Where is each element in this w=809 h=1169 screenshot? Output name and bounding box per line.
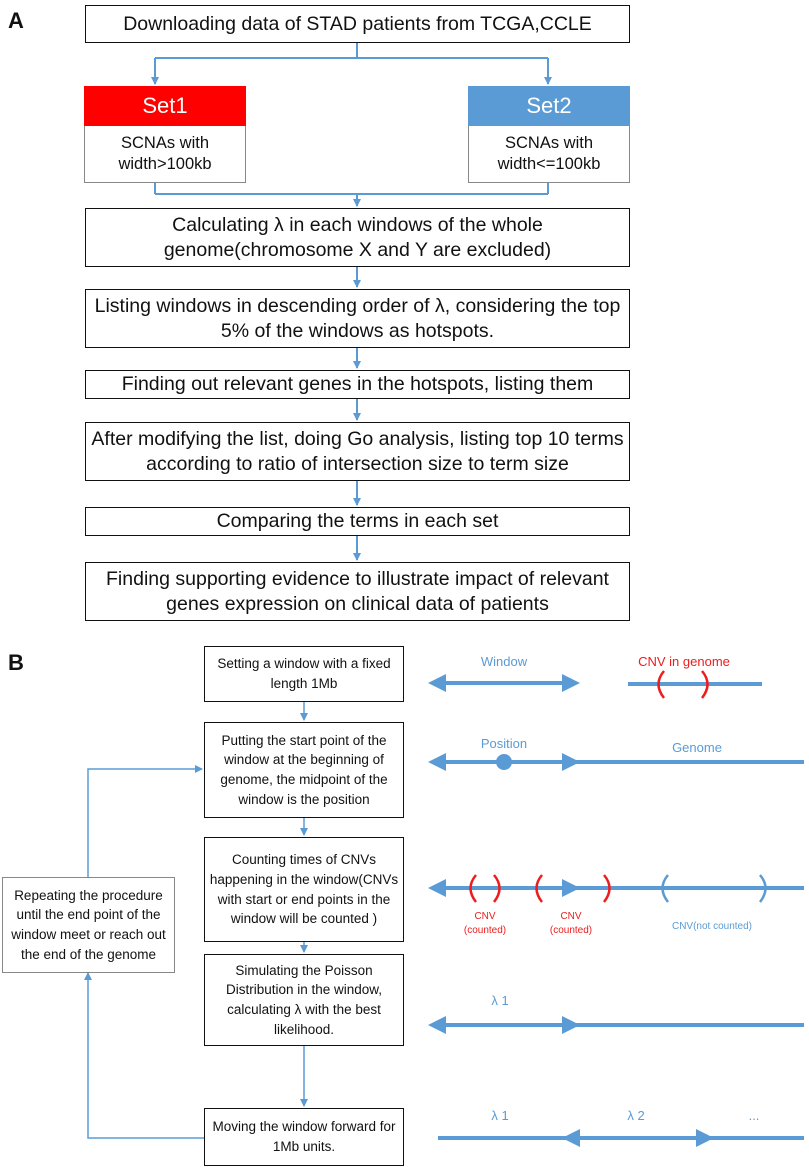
find-genes-box: Finding out relevant genes in the hotspo… — [85, 370, 630, 399]
label-cnv-not-counted: CNV(not counted) — [672, 921, 752, 932]
move-window-box: Moving the window forward for 1Mb units. — [204, 1108, 404, 1166]
position-text: Putting the start point of the window at… — [220, 732, 388, 807]
list-windows-text: Listing windows in descending order of λ… — [94, 294, 621, 342]
compare-terms-text: Comparing the terms in each set — [216, 510, 499, 533]
counting-text: Counting times of CNVs happening in the … — [209, 852, 399, 927]
evidence-text: Finding supporting evidence to illustrat… — [106, 567, 609, 615]
illustration-lambda1 — [428, 1016, 804, 1034]
repeat-box: Repeating the procedure until the end po… — [2, 877, 175, 973]
set1-title: Set1 — [142, 93, 188, 118]
label-genome: Genome — [672, 740, 722, 755]
illustration-cnv-genome — [628, 670, 762, 699]
label-lambda1-row4: λ 1 — [491, 993, 508, 1008]
set1-body: SCNAs with width>100kb — [84, 126, 246, 183]
find-genes-text: Finding out relevant genes in the hotspo… — [121, 373, 594, 396]
counting-box: Counting times of CNVs happening in the … — [204, 837, 404, 942]
repeat-text: Repeating the procedure until the end po… — [11, 887, 166, 962]
download-data-text: Downloading data of STAD patients from T… — [123, 12, 592, 35]
position-box: Putting the start point of the window at… — [204, 722, 404, 818]
illustration-counting — [428, 879, 804, 897]
set2-title: Set2 — [526, 93, 572, 118]
calc-lambda-text: Calculating λ in each windows of the who… — [163, 213, 552, 261]
illustration-lambda-sequence — [438, 1129, 804, 1147]
label-cnv-counted-2: CNV — [560, 911, 581, 922]
label-counted-1: (counted) — [464, 925, 506, 936]
set-window-text: Setting a window with a fixed length 1Mb — [217, 656, 391, 691]
download-data-box: Downloading data of STAD patients from T… — [85, 5, 630, 43]
poisson-box: Simulating the Poisson Distribution in t… — [204, 954, 404, 1046]
cnv-brackets — [469, 874, 767, 903]
calc-lambda-box: Calculating λ in each windows of the who… — [85, 208, 630, 267]
move-window-text: Moving the window forward for 1Mb units. — [212, 1119, 396, 1154]
panel-a-arrows — [151, 43, 552, 561]
label-cnv-counted-1: CNV — [474, 911, 495, 922]
label-position: Position — [481, 736, 527, 751]
evidence-box: Finding supporting evidence to illustrat… — [85, 562, 630, 621]
label-lambda1-row5: λ 1 — [491, 1108, 508, 1123]
compare-terms-box: Comparing the terms in each set — [85, 507, 630, 536]
panel-b-arrows — [84, 702, 308, 1139]
poisson-text: Simulating the Poisson Distribution in t… — [225, 962, 383, 1037]
list-windows-box: Listing windows in descending order of λ… — [85, 289, 630, 348]
set2-header: Set2 — [468, 86, 630, 126]
illustration-window — [428, 674, 580, 692]
label-ellipsis: ... — [749, 1108, 760, 1123]
label-counted-2: (counted) — [550, 925, 592, 936]
set2-body: SCNAs with width<=100kb — [468, 126, 630, 183]
panel-label-a: A — [8, 8, 24, 33]
loop-up-line — [84, 972, 204, 1139]
go-analysis-box: After modifying the list, doing Go analy… — [85, 422, 630, 481]
panel-label-b: B — [8, 650, 24, 675]
label-window: Window — [481, 654, 528, 669]
loop-right-line — [87, 765, 203, 877]
set-window-box: Setting a window with a fixed length 1Mb — [204, 646, 404, 702]
set1-desc: SCNAs with width>100kb — [118, 133, 212, 173]
illustration-position — [428, 753, 804, 771]
set2-desc: SCNAs with width<=100kb — [497, 133, 601, 173]
set1-header: Set1 — [84, 86, 246, 126]
label-lambda2-row5: λ 2 — [627, 1108, 644, 1123]
go-analysis-text: After modifying the list, doing Go analy… — [91, 427, 624, 475]
label-cnv-in-genome: CNV in genome — [638, 654, 730, 669]
